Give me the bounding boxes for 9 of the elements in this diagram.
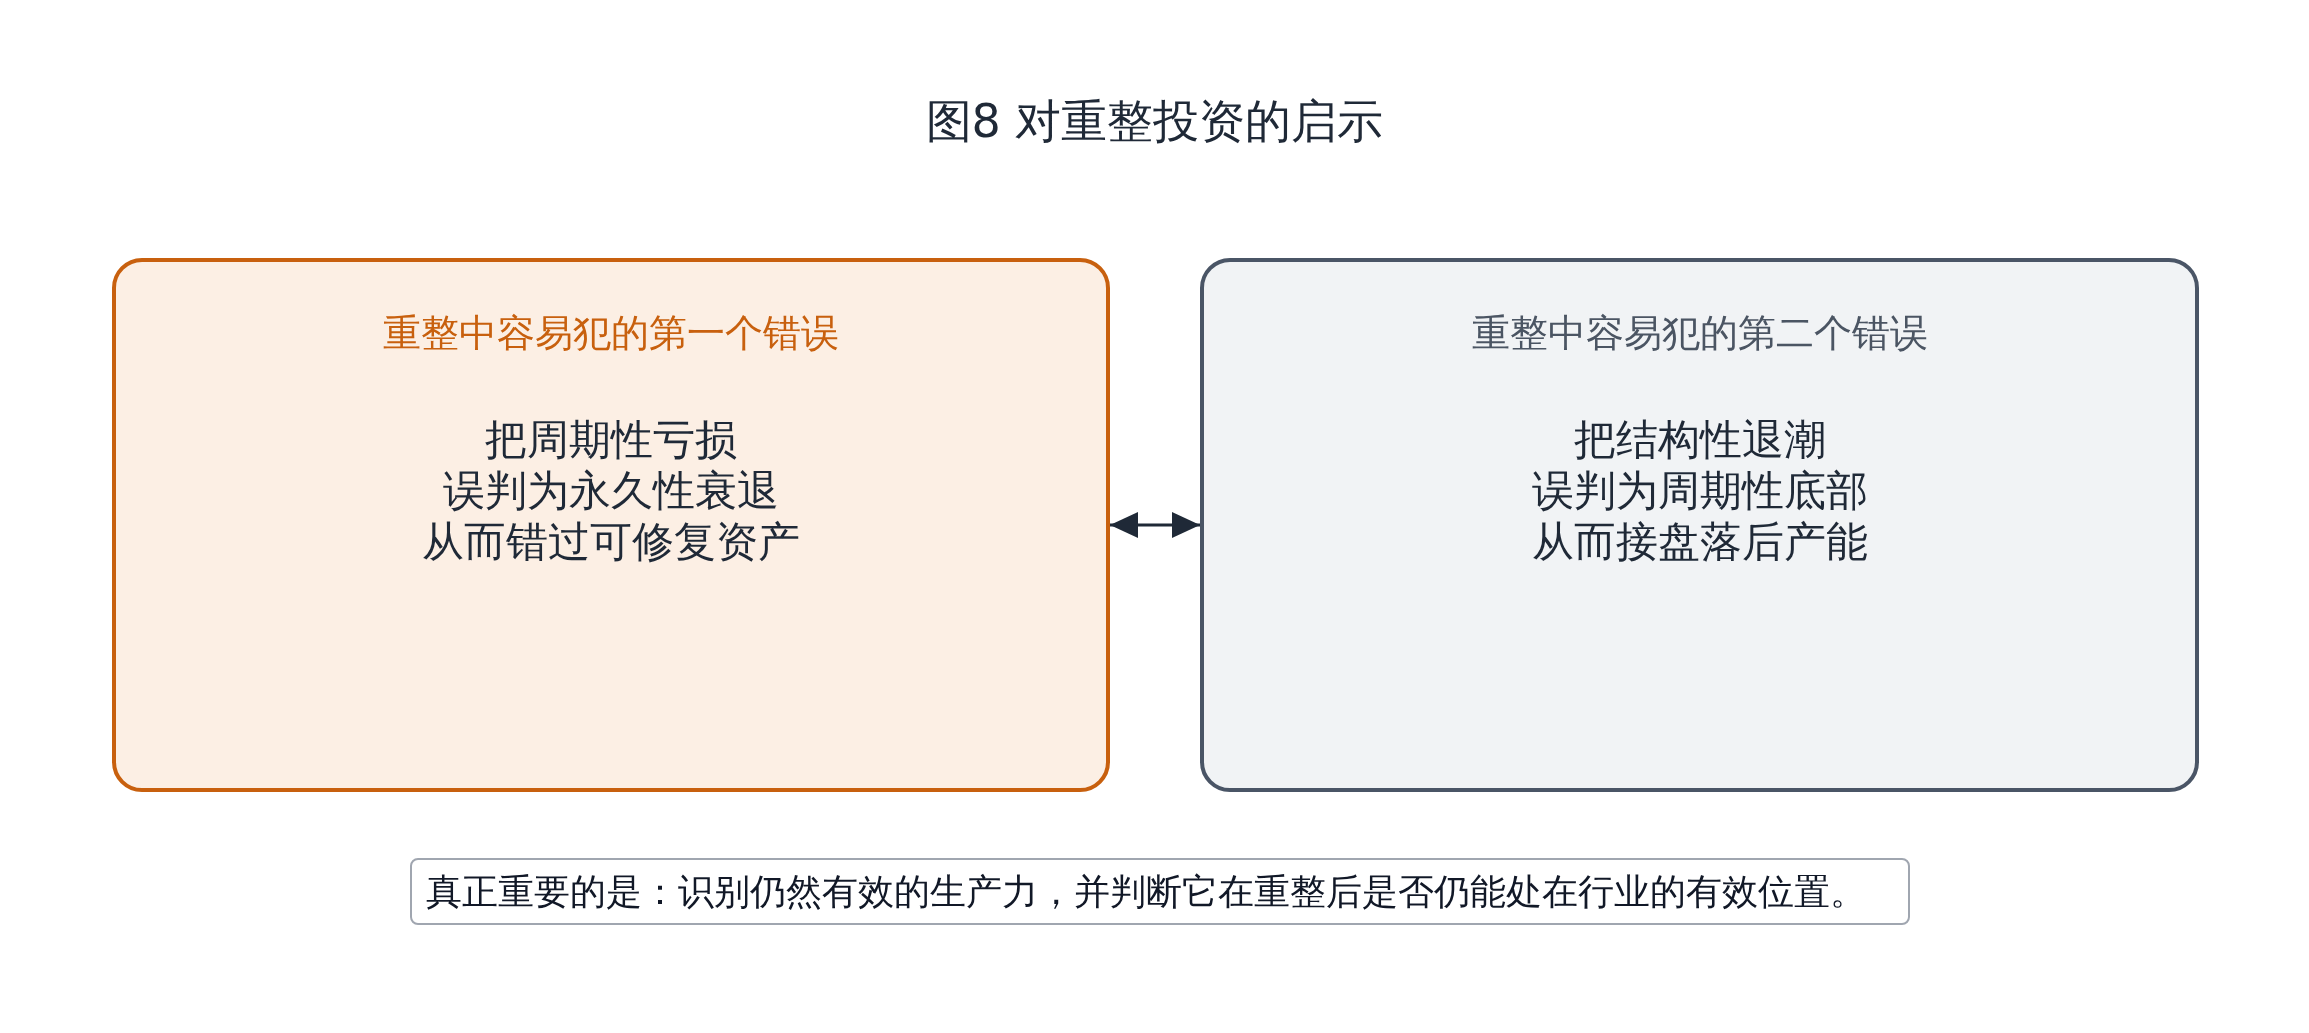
title: 图8 对重整投资的启示 [925,93,1384,150]
box-text: 把周期性亏损误判为永久性衰退从而错过可修复资产 [422,413,800,567]
box-heading: 重整中容易犯的第一个错误 [383,310,839,357]
rounded-box [1200,258,2199,792]
double-arrow [1110,512,1200,538]
rounded-box [112,258,1110,792]
box-heading: 重整中容易犯的第二个错误 [1471,310,1928,357]
box-text: 把结构性退潮误判为周期性底部从而接盘落后产能 [1531,413,1868,567]
note-box: 真正重要的是：识别仍然有效的生产力，并判断它在重整后是否仍能处在行业的有效位置。 [410,858,1910,925]
